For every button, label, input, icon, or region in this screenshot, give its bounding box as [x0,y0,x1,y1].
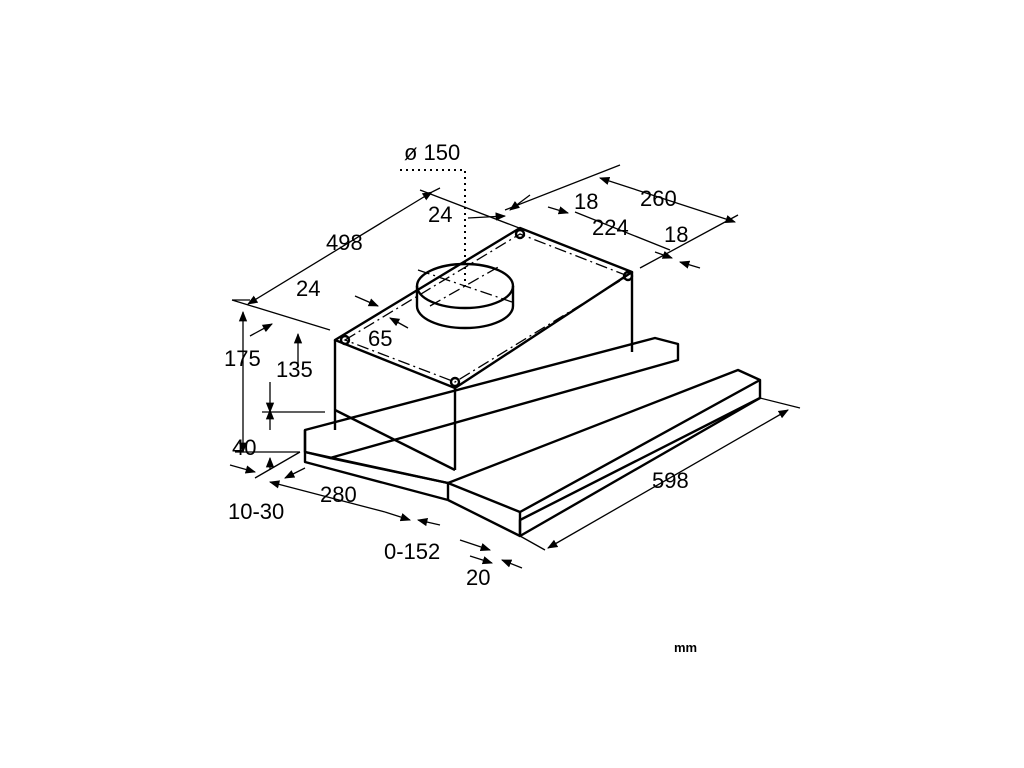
dim-diameter-150: ø 150 [404,140,460,165]
dimension-lines [229,164,801,569]
dim-0-152: 0-152 [384,539,440,564]
dim-10-30: 10-30 [228,499,284,524]
dim-24-left: 24 [296,276,320,301]
dim-224: 224 [592,215,629,240]
dim-18-right: 18 [664,222,688,247]
dim-498: 498 [326,230,363,255]
dim-135: 135 [276,357,313,382]
unit-label: mm [674,640,697,655]
dim-18-top: 18 [574,189,598,214]
dim-598: 598 [652,468,689,493]
dim-260: 260 [640,186,677,211]
dim-40: 40 [232,435,256,460]
dim-65: 65 [368,326,392,351]
dim-24-top: 24 [428,202,452,227]
screw-hole-icon [339,228,634,388]
dim-20: 20 [466,565,490,590]
dim-280: 280 [320,482,357,507]
hood-body [303,226,762,538]
dim-175: 175 [224,346,261,371]
